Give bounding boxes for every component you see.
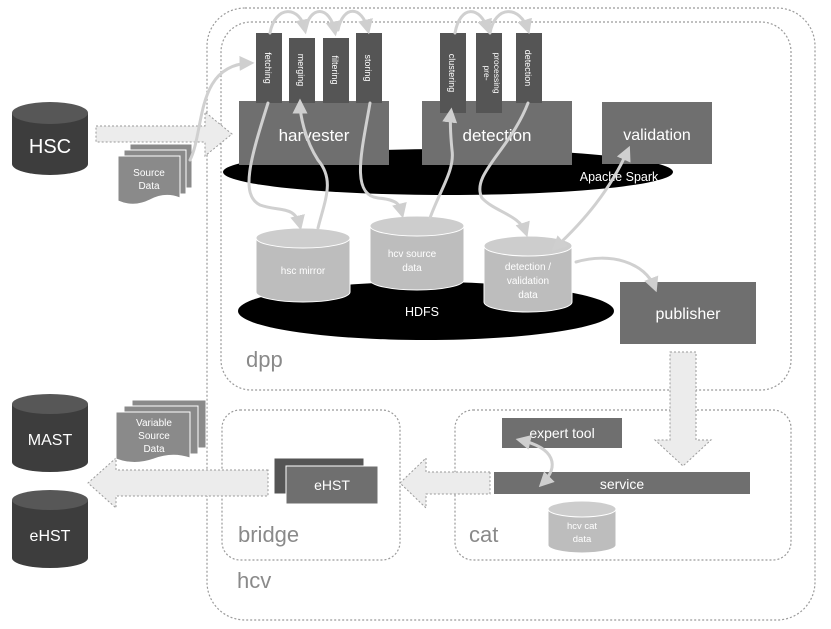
hcv-cat-data-line-1: hcv cat [567,521,597,532]
dpp-container: dpp [220,21,792,391]
step-merging-label: merging [296,54,306,87]
detection-validation-data-store: detection / validation data [483,235,573,313]
mast-label: MAST [28,432,73,449]
fetching-to-mirror-arrow [247,101,305,231]
preprocessing-to-detection-arrow [488,10,532,35]
step-preprocessing-line-1: pre- [482,65,492,80]
hcv-cat-data-store: hcv cat data [547,500,617,554]
hsc-mirror-store: hsc mirror [255,227,351,303]
hsc-label: HSC [29,136,71,158]
step-preprocessing-line-2: processing [492,52,502,93]
cat-label: cat [469,522,498,547]
publisher-to-service-arrow [653,351,713,467]
bridge-container: bridge [221,409,401,561]
service-to-bridge-arrow [399,456,491,510]
storing-to-hcv-source-arrow [359,101,407,219]
detection-step-clustering: clustering [440,33,466,113]
bridge-label: bridge [238,522,299,547]
step-clustering-label: clustering [447,54,457,93]
variable-source-data-line-1: Variable [136,418,172,429]
validation-module: validation [602,102,712,164]
detval-data-line-2: validation [507,276,549,287]
mast-database: MAST [12,394,88,472]
publisher-module: publisher [620,282,756,344]
detval-data-line-1: detection / [505,262,551,273]
detval-data-line-3: data [518,290,538,301]
hsc-database: HSC [12,102,88,175]
variable-source-data-line-2: Source [138,431,170,442]
hcv-label: hcv [237,568,271,593]
ehst-bridge-label: eHST [314,477,350,493]
detection-step-detection: detection [516,33,542,103]
service-module: service [494,472,750,494]
hcv-container: hcv [206,7,816,621]
cat-container: cat [454,409,792,561]
detval-to-publisher-arrow [574,256,659,293]
merging-to-filtering-arrow [303,10,341,37]
clustering-to-preprocessing-arrow [453,10,492,35]
hcv-source-to-clustering-arrow [428,107,458,220]
harvester-step-merging: merging [289,38,315,103]
expert-tool-service-arrow [515,435,555,488]
hcv-source-data-line-2: data [402,263,422,274]
hdfs-label: HDFS [405,305,439,319]
source-to-fetching-arrow [188,55,255,162]
hsc-mirror-label: hsc mirror [281,266,326,277]
ehst-database: eHST [12,490,88,568]
detection-to-detval-arrow [478,101,530,238]
mirror-to-merging-arrow [292,98,329,230]
step-filtering-label: filtering [330,55,340,84]
step-fetching-label: fetching [263,52,273,84]
harvester-step-fetching: fetching [256,33,282,103]
ehst-bridge-module: eHST [273,457,379,505]
spark-label: Apache Spark [580,170,659,184]
step-storing-label: storing [363,54,373,81]
hsc-to-harvester-arrow [95,110,233,158]
hcv-source-data-store: hcv source data [369,215,465,291]
validation-label: validation [623,127,691,144]
hcv-source-data-line-1: hcv source [388,249,437,260]
step-detection-label: detection [523,50,533,87]
validation-detval-arrow [551,145,631,252]
bridge-to-archives-arrow [87,456,269,510]
hcv-cat-data-line-2: data [573,534,592,545]
publisher-label: publisher [656,306,722,323]
variable-source-data-line-3: Data [143,444,165,455]
dpp-label: dpp [246,347,283,372]
detection-label: detection [463,126,532,145]
source-data-line-1: Source [133,168,165,179]
ehst-db-label: eHST [30,528,71,545]
source-data-document: Source Data [117,143,193,205]
harvester-step-filtering: filtering [323,38,349,103]
expert-tool-module: expert tool [502,418,622,448]
expert-tool-label: expert tool [529,425,594,441]
filtering-to-storing-arrow [336,9,373,35]
service-label: service [600,476,645,492]
detection-step-preprocessing: pre- processing [476,33,502,113]
flow-connectors [188,9,659,488]
fetching-to-merging-arrow [268,10,311,35]
variable-source-data-document: Variable Source Data [115,399,207,463]
harvester-step-storing: storing [356,33,382,103]
source-data-line-2: Data [138,181,160,192]
harvester-label: harvester [279,126,350,145]
